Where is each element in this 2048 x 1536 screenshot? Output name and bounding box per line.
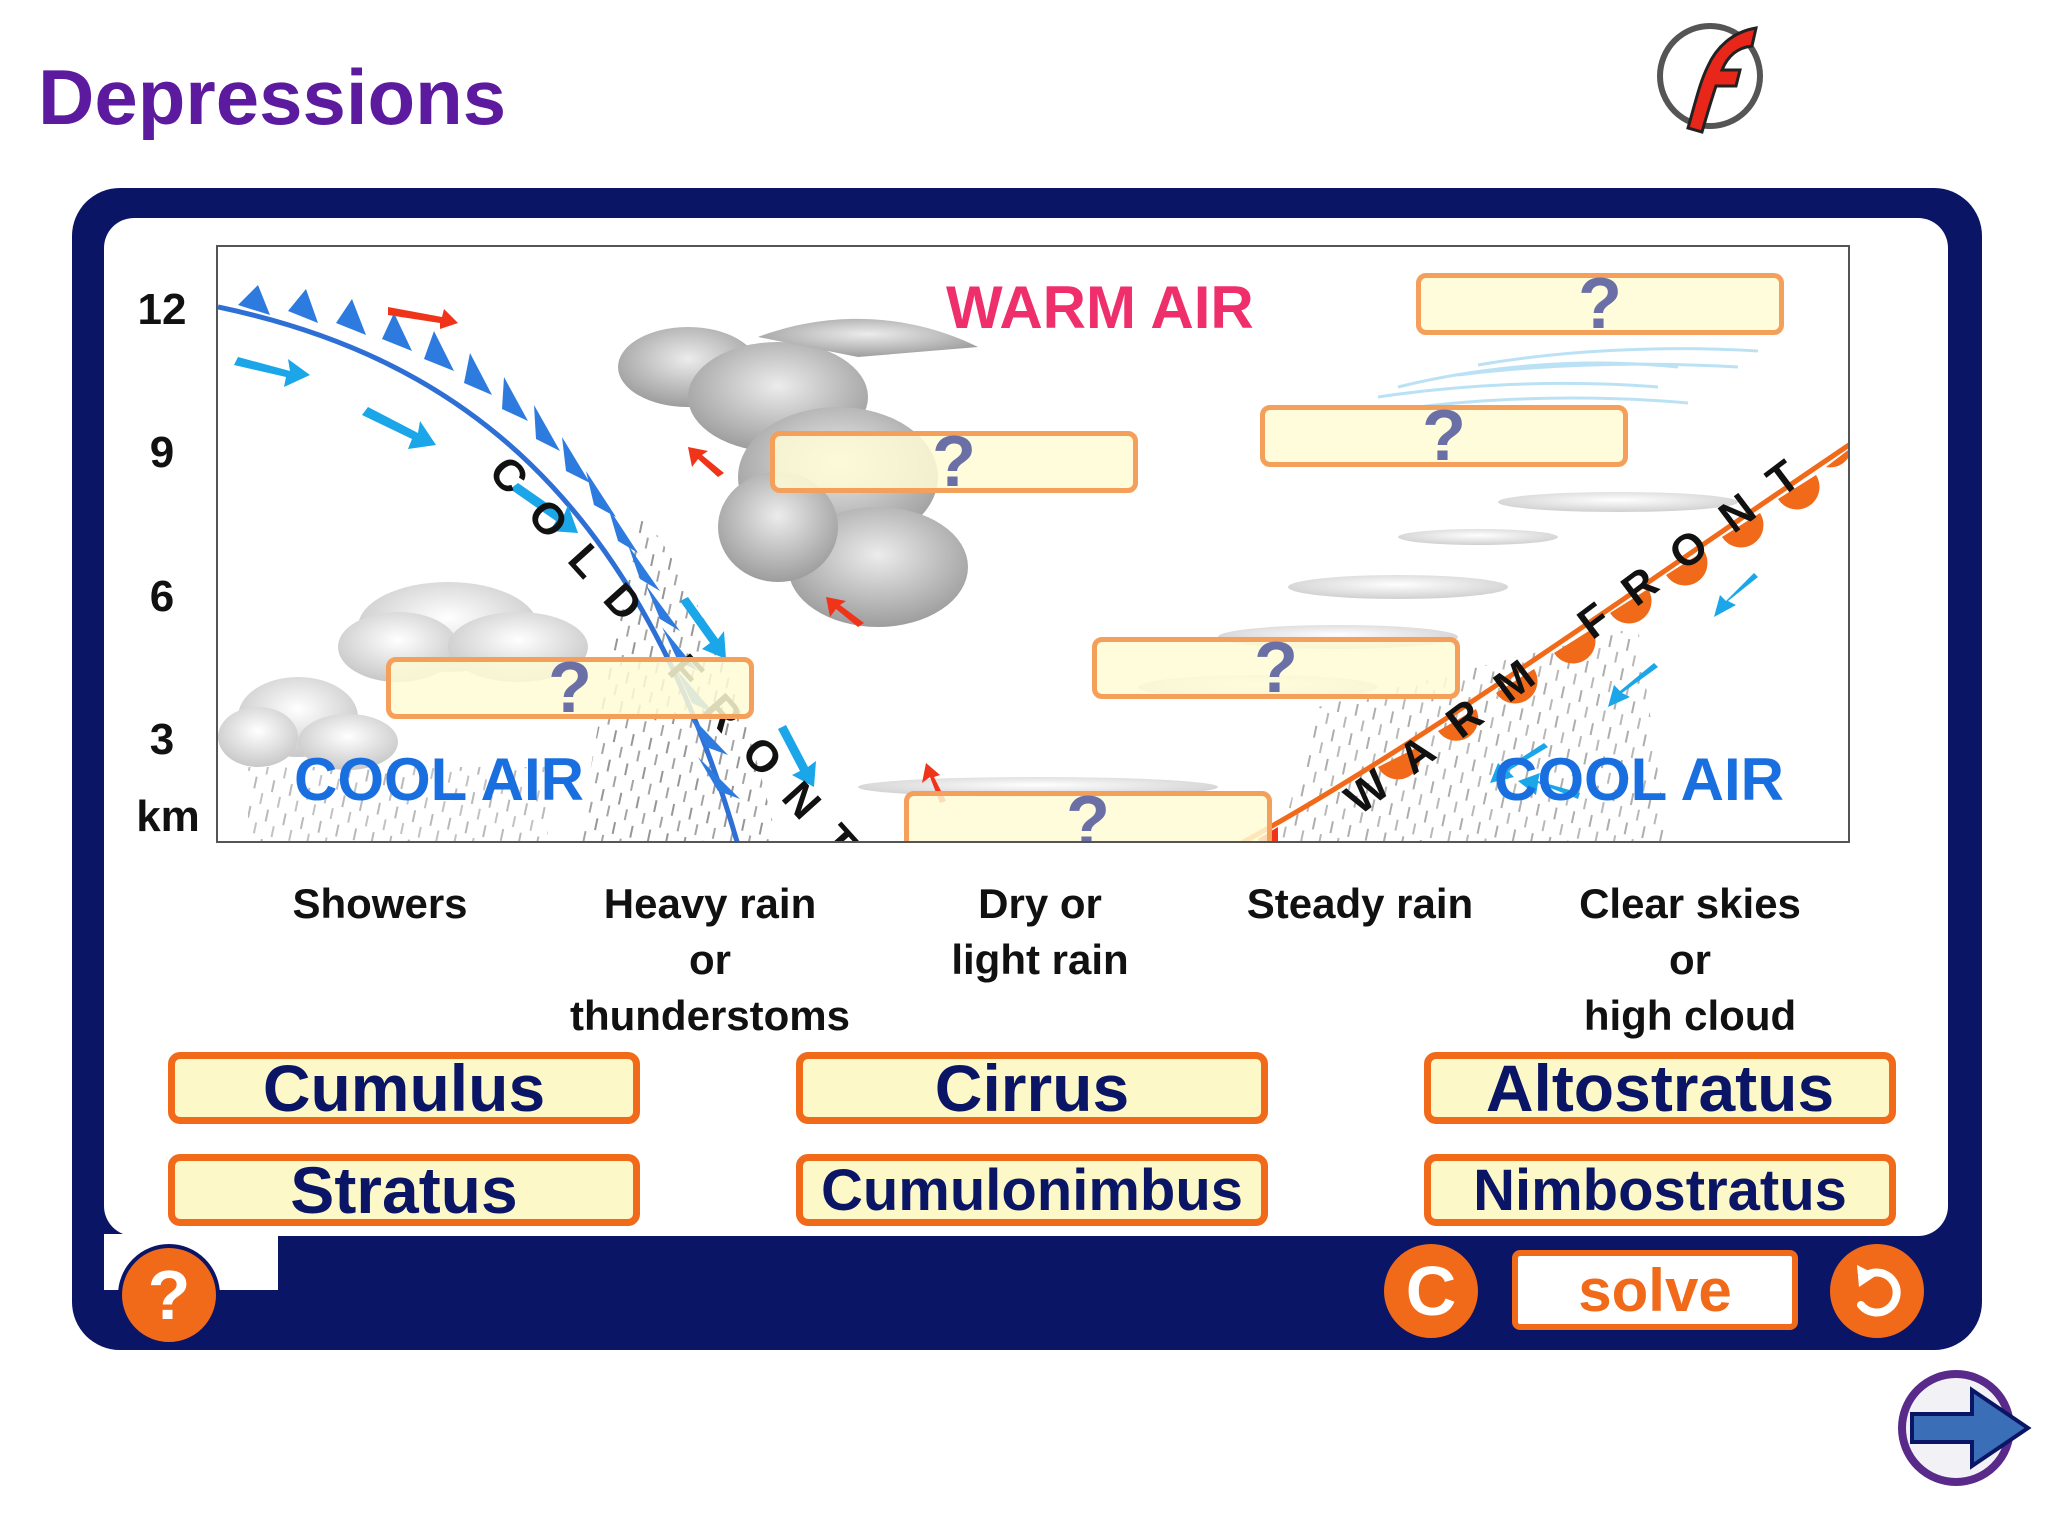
cloud-option-cumulus[interactable]: Cumulus — [168, 1051, 640, 1125]
axis-label-3: 3 — [149, 715, 175, 764]
weather-line: or — [1669, 936, 1711, 983]
cloud-option-cumulonimbus[interactable]: Cumulonimbus — [796, 1154, 1268, 1226]
weather-line: Showers — [292, 880, 468, 927]
weather-heavy-rain: Heavy rain or thunderstoms — [540, 876, 880, 1044]
steady-rain-area — [1279, 627, 1668, 841]
help-label: ? — [147, 1256, 191, 1334]
answer-slot-low[interactable]: ? — [904, 782, 1272, 841]
answer-slot-high-cloud[interactable]: ? — [1416, 264, 1784, 344]
weather-line: Dry or — [978, 880, 1102, 927]
answer-slot-cumulus[interactable]: ? — [386, 648, 754, 728]
weather-line: or — [689, 936, 731, 983]
help-button[interactable]: ? — [118, 1244, 220, 1346]
cool-air-left-label: COOL AIR — [294, 746, 585, 813]
cloud-option-nimbostratus[interactable]: Nimbostratus — [1424, 1154, 1896, 1226]
warm-front-line — [1240, 442, 1848, 841]
cool-air-right-label: COOL AIR — [1494, 746, 1785, 813]
undo-arrow-icon — [1857, 1265, 1901, 1317]
shower-rain-area — [248, 767, 548, 841]
weather-steady-rain: Steady rain — [1210, 876, 1510, 932]
next-arrow-icon[interactable] — [1892, 1364, 2036, 1488]
reset-label: C — [1405, 1252, 1457, 1330]
warm-air-label: WARM AIR — [946, 274, 1254, 341]
axis-label-6: 6 — [149, 572, 175, 621]
weather-line: Heavy rain — [603, 880, 817, 927]
weather-line: Steady rain — [1246, 880, 1474, 927]
weather-line: light rain — [951, 936, 1129, 983]
weather-line: high cloud — [1583, 992, 1797, 1039]
cloud-option-altostratus[interactable]: Altostratus — [1424, 1051, 1896, 1125]
answer-slot-upper-warm[interactable]: ? — [1260, 396, 1628, 476]
depression-cross-section: WARM AIR COOL AIR COOL AIR COLD FRONT WA… — [216, 245, 1850, 843]
warm-front-semicircles — [1378, 450, 1848, 780]
axis-label-9: 9 — [149, 428, 175, 477]
cloud-option-cirrus[interactable]: Cirrus — [796, 1051, 1268, 1125]
axis-unit: km — [136, 792, 200, 841]
cloud-option-stratus[interactable]: Stratus — [168, 1153, 640, 1227]
weather-line: Clear skies — [1579, 880, 1801, 927]
flash-logo-icon — [1657, 23, 1763, 134]
axis-label-12: 12 — [137, 285, 187, 334]
answer-slot-cumulonimbus[interactable]: ? — [770, 422, 1138, 502]
answer-slot-mid-warm[interactable]: ? — [1092, 628, 1460, 708]
weather-line: thunderstoms — [569, 992, 850, 1039]
weather-showers: Showers — [220, 876, 540, 932]
page-title: Depressions — [38, 53, 507, 141]
cirrus-wisps — [1377, 347, 1759, 409]
cold-front-triangles — [238, 285, 740, 799]
weather-dry: Dry or light rain — [890, 876, 1190, 988]
weather-clear: Clear skies or high cloud — [1540, 876, 1840, 1044]
cool-air-arrows — [234, 357, 1758, 799]
solve-button[interactable]: solve — [1512, 1250, 1798, 1330]
undo-button[interactable] — [1826, 1240, 1928, 1342]
reset-button[interactable]: C — [1380, 1240, 1482, 1342]
